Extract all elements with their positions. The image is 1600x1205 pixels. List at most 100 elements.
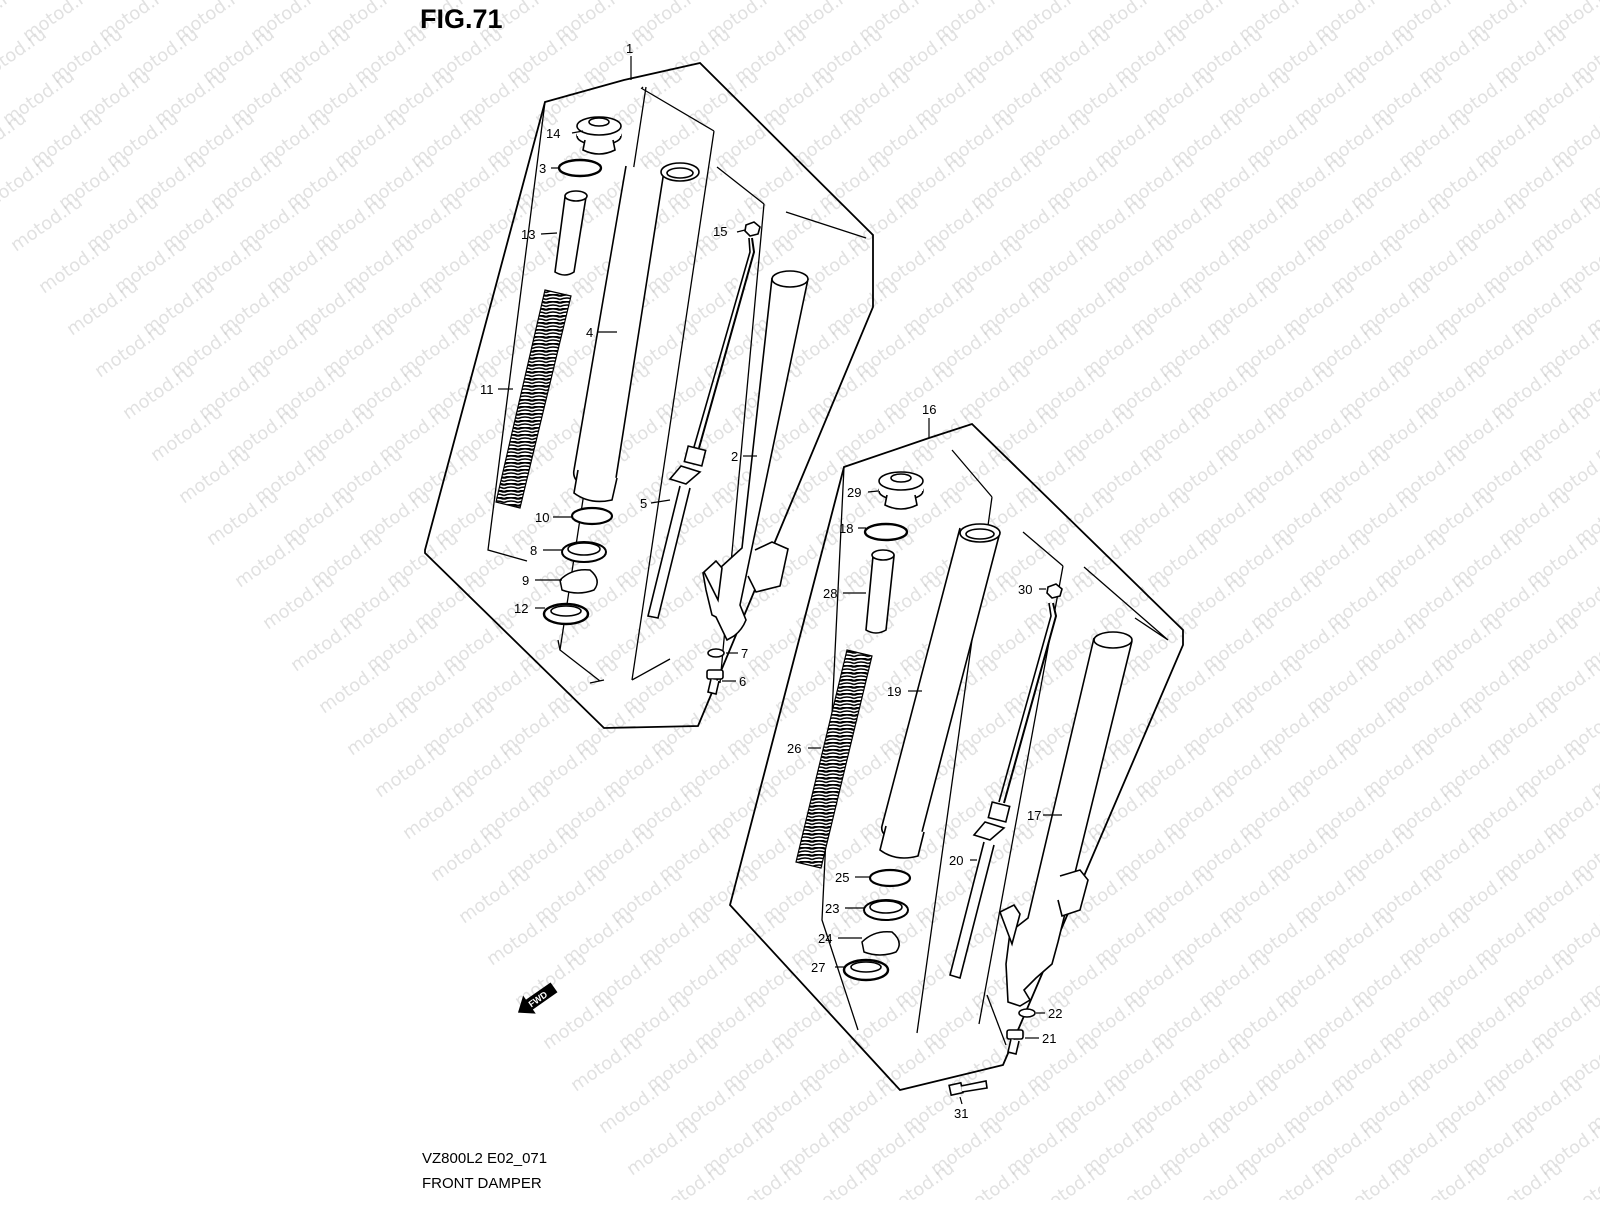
callout-17: 17 xyxy=(1027,808,1041,823)
frame-leftcol xyxy=(487,101,546,562)
watermark-text: motod.ru xyxy=(1411,1158,1491,1200)
part-26-spring xyxy=(795,649,873,869)
callout-labels: 1 14 3 13 4 11 15 2 5 10 8 9 12 7 6 16 2… xyxy=(480,41,1062,1121)
watermark-text: motod.ru xyxy=(1259,1158,1339,1200)
callout-4: 4 xyxy=(586,325,593,340)
watermark-text: motod.ru xyxy=(595,1074,675,1139)
part-22-washer xyxy=(1018,1008,1036,1018)
watermark-text: motod.ru xyxy=(119,360,199,425)
callout-3: 3 xyxy=(539,161,546,176)
callout-14: 14 xyxy=(546,126,560,141)
callout-16: 16 xyxy=(922,402,936,417)
part-12-dust-seal xyxy=(542,602,590,626)
frame-r-leftcol xyxy=(821,466,859,1031)
part-11-spring xyxy=(495,289,572,509)
callout-7: 7 xyxy=(741,646,748,661)
callout-11: 11 xyxy=(480,382,494,397)
watermark-text: motod.ru xyxy=(651,1158,731,1200)
watermark-text: motod.ru xyxy=(147,402,227,467)
callout-20: 20 xyxy=(949,853,963,868)
callout-8: 8 xyxy=(530,543,537,558)
callout-27: 27 xyxy=(811,960,825,975)
part-18-o-ring xyxy=(863,522,909,542)
part-30-nut xyxy=(1046,583,1063,599)
watermark-text: motod.ru xyxy=(803,1158,883,1200)
watermark-text: motod.ru xyxy=(231,528,311,593)
watermark-text: motod.ru xyxy=(539,990,619,1055)
figure-name: FRONT DAMPER xyxy=(422,1175,542,1192)
part-13-spacer xyxy=(554,190,588,276)
part-17-outer-tube xyxy=(998,631,1133,1007)
frame-r-outer xyxy=(1083,566,1169,641)
callout-26: 26 xyxy=(787,741,801,756)
watermark-text: motod.ru xyxy=(727,1158,807,1200)
part-24-stopper-ring xyxy=(861,930,900,956)
leader-lines xyxy=(498,56,1062,1105)
watermark-text: motod.ru xyxy=(399,780,479,845)
watermark-text: motod.ru xyxy=(1183,1158,1263,1200)
watermark-text: motod.ru xyxy=(259,570,339,635)
callout-18: 18 xyxy=(839,521,853,536)
watermark-text: motod.ru xyxy=(879,1158,959,1200)
watermark-text: motod.ru xyxy=(203,486,283,551)
callout-30: 30 xyxy=(1018,582,1032,597)
part-10-ring xyxy=(570,506,614,526)
callout-6: 6 xyxy=(739,674,746,689)
callout-22: 22 xyxy=(1048,1006,1062,1021)
callout-5: 5 xyxy=(640,496,647,511)
callout-23: 23 xyxy=(825,901,839,916)
part-5-damper-rod xyxy=(647,237,756,619)
watermark-text: motod.ru xyxy=(91,318,171,383)
left-fork-assembly xyxy=(424,62,874,729)
watermark-text: motod.ru xyxy=(1031,1158,1111,1200)
watermark-text: motod.ru xyxy=(427,822,507,887)
callout-28: 28 xyxy=(823,586,837,601)
part-6-bolt xyxy=(706,669,724,695)
watermark-text: motod.ru xyxy=(371,738,451,803)
part-15-nut xyxy=(744,221,761,237)
part-28-spacer xyxy=(865,549,895,634)
figure-code: VZ800L2 E02_071 xyxy=(422,1150,548,1167)
callout-15: 15 xyxy=(713,224,727,239)
watermark-text: motod.ru xyxy=(623,1116,703,1181)
frame-outer-tube xyxy=(785,211,867,239)
assembly-16-boundary xyxy=(729,422,1184,1091)
figure-title: FIG.71 xyxy=(420,4,503,34)
watermark-text: motod.ru xyxy=(35,234,115,299)
part-2-outer-tube xyxy=(702,270,809,642)
watermark-text: motod.ru xyxy=(567,1032,647,1097)
part-7-washer xyxy=(707,648,725,658)
watermark-text: motod.ru xyxy=(1107,1158,1187,1200)
part-21-bolt xyxy=(1006,1029,1024,1055)
watermark-text: motod.ru xyxy=(0,24,51,89)
callout-19: 19 xyxy=(887,684,901,699)
watermark-text: motod.ru xyxy=(175,444,255,509)
watermark-text: motod.ru xyxy=(343,696,423,761)
watermark-text: motod.ru xyxy=(455,864,535,929)
callout-25: 25 xyxy=(835,870,849,885)
part-14-cap-bolt xyxy=(576,116,622,155)
part-25-ring xyxy=(868,868,912,888)
frame-bottom xyxy=(557,639,605,684)
part-3-o-ring xyxy=(557,158,603,178)
callout-31: 31 xyxy=(954,1106,968,1121)
part-27-dust-seal xyxy=(842,958,890,982)
part-9-stopper-ring xyxy=(559,568,598,594)
frame-r-bottom xyxy=(986,994,1007,1046)
callout-10: 10 xyxy=(535,510,549,525)
callout-21: 21 xyxy=(1042,1031,1056,1046)
watermark-text: motod.ru xyxy=(1487,1158,1567,1200)
part-23-seal xyxy=(863,899,909,921)
watermark-text: motod.ru xyxy=(7,192,87,257)
watermark-text: motod.ru xyxy=(287,612,367,677)
watermark-text: motod.ru xyxy=(1335,1158,1415,1200)
callout-2: 2 xyxy=(731,449,738,464)
frame-inner-tube xyxy=(631,87,715,681)
callout-29: 29 xyxy=(847,485,861,500)
watermark-text: motod.ru xyxy=(315,654,395,719)
callout-1: 1 xyxy=(626,41,633,56)
callout-12: 12 xyxy=(514,601,528,616)
